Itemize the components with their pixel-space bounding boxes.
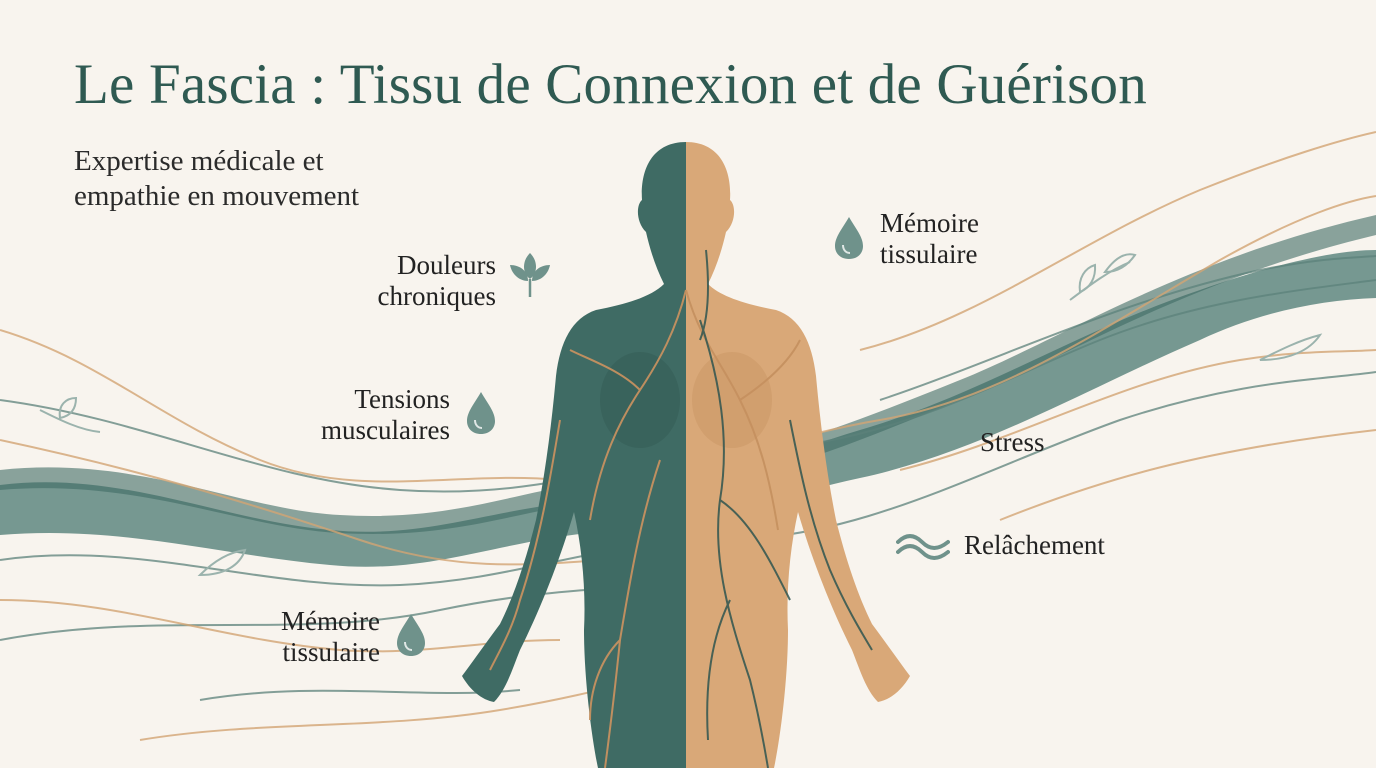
label-memoire-tissulaire-left: Mémoire tissulaire xyxy=(281,606,380,667)
wave-lines-icon xyxy=(896,534,950,560)
page-title: Le Fascia : Tissu de Connexion et de Gué… xyxy=(74,53,1147,116)
water-drop-icon xyxy=(467,392,495,434)
label-stress: Stress xyxy=(980,427,1045,457)
label-tensions-musculaires: Tensions musculaires xyxy=(321,384,450,445)
water-drop-icon xyxy=(397,614,425,656)
leaf-sprout-icon xyxy=(510,253,550,297)
label-relachement: Relâchement xyxy=(964,530,1105,560)
subtitle-line-1: Expertise médicale et xyxy=(74,145,324,177)
water-drop-icon xyxy=(835,217,863,259)
label-douleurs-chroniques: Douleurs chroniques xyxy=(377,250,496,311)
label-memoire-tissulaire-right: Mémoire tissulaire xyxy=(880,208,979,269)
subtitle: Expertise médicale et empathie en mouvem… xyxy=(74,144,494,214)
subtitle-line-2: empathie en mouvement xyxy=(74,180,360,212)
